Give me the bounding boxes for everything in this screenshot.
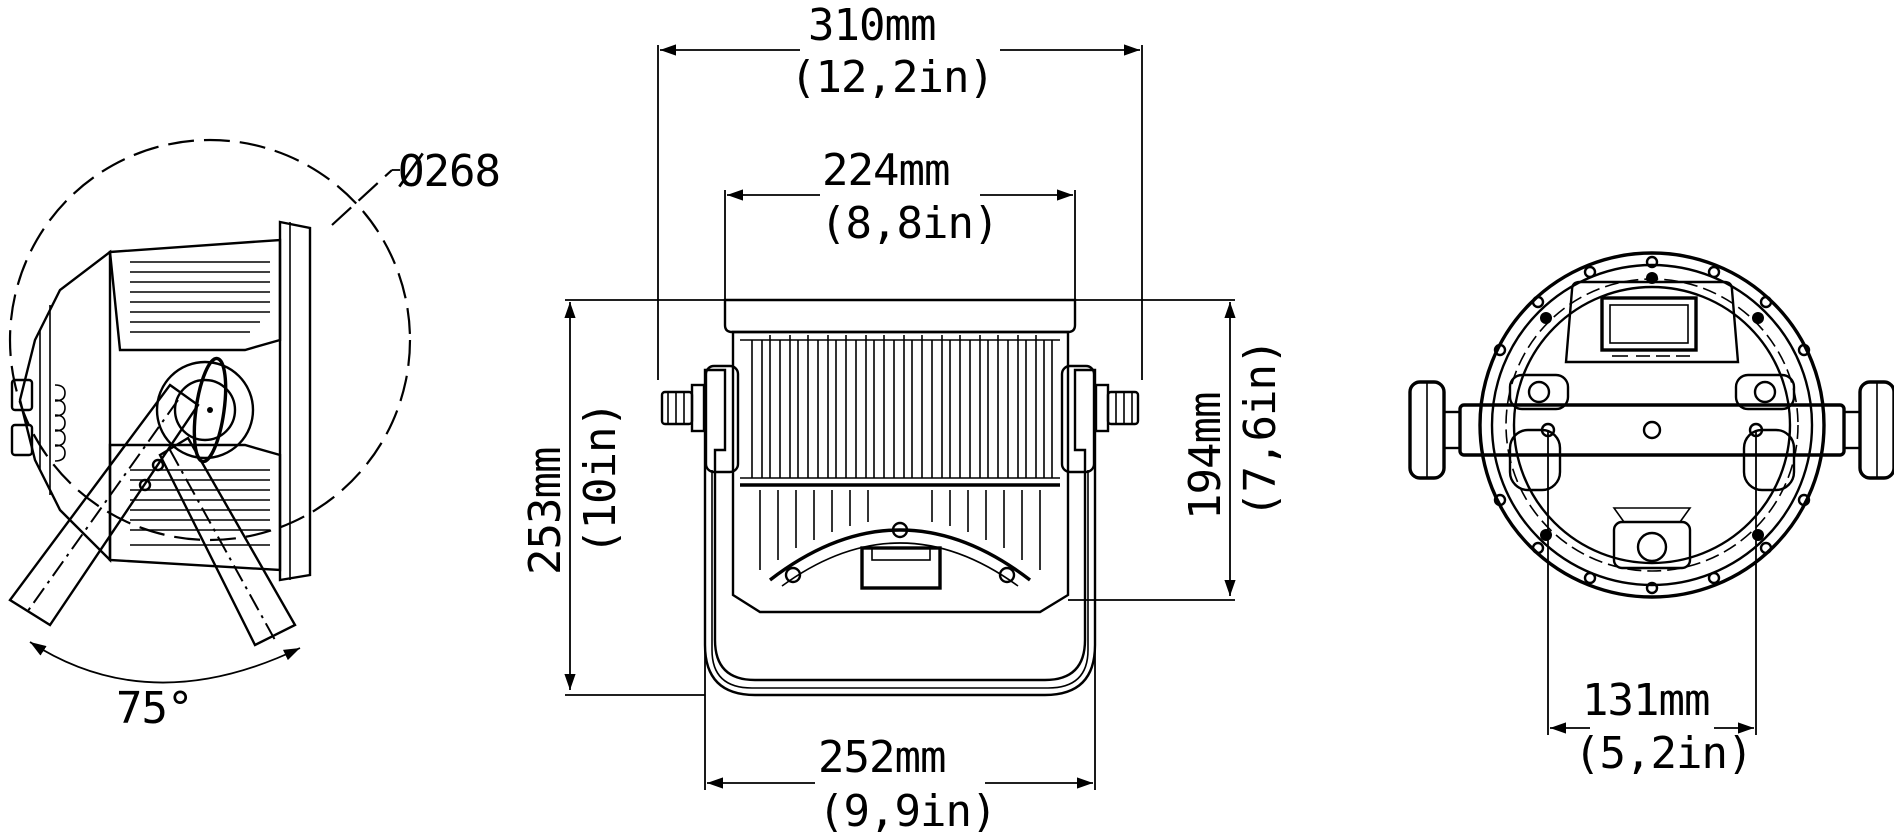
side-housing-top bbox=[108, 238, 282, 352]
rear-right-knob bbox=[1842, 380, 1894, 480]
front-body-frame bbox=[731, 330, 1070, 614]
rear-display-screen bbox=[1600, 296, 1698, 352]
side-pivot-hub bbox=[155, 360, 255, 460]
body-height-mm: 194mm bbox=[1180, 393, 1231, 520]
side-rear-body bbox=[18, 249, 112, 563]
total-height-mm: 253mm bbox=[520, 448, 571, 575]
front-top-plate bbox=[723, 298, 1077, 334]
tilt-angle-label: 75° bbox=[116, 683, 192, 734]
rear-screws bbox=[1493, 255, 1811, 595]
side-housing-bottom bbox=[108, 443, 282, 572]
front-view: 310mm (12,2in) 224mm (8,8in) 253mm (10in… bbox=[520, 0, 1286, 832]
body-width-in: (8,8in) bbox=[820, 198, 998, 249]
side-bracket-arm-a bbox=[8, 383, 200, 627]
rear-center-hole bbox=[1642, 420, 1662, 440]
hole-spacing-mm: 131mm bbox=[1582, 675, 1709, 726]
side-connector-1 bbox=[10, 378, 34, 412]
diameter-leader bbox=[331, 169, 393, 226]
body-width-mm: 224mm bbox=[822, 145, 949, 196]
overall-width-in: (12,2in) bbox=[790, 52, 994, 103]
rear-connector-left bbox=[1508, 373, 1570, 492]
front-right-knob bbox=[1094, 383, 1140, 433]
diameter-label: Ø268 bbox=[398, 146, 500, 197]
side-view: Ø268 bbox=[8, 138, 501, 734]
front-arched-panel bbox=[768, 528, 1032, 582]
hole-spacing-in: (5,2in) bbox=[1574, 728, 1752, 779]
side-connector-2 bbox=[10, 423, 34, 457]
front-yoke-bracket bbox=[703, 368, 1097, 697]
rear-crossbar bbox=[1458, 403, 1846, 457]
body-height-in: (7,6in) bbox=[1235, 340, 1286, 518]
overall-width-mm: 310mm bbox=[808, 0, 935, 51]
front-handle-pocket bbox=[860, 546, 942, 590]
front-heatsink-fins bbox=[751, 335, 1053, 478]
bracket-width-mm: 252mm bbox=[818, 732, 945, 783]
rear-left-knob bbox=[1408, 380, 1462, 480]
rear-display-housing bbox=[1564, 280, 1740, 364]
tilt-angle-arc bbox=[29, 641, 301, 684]
front-left-knob bbox=[660, 383, 706, 433]
swing-radius-circle bbox=[8, 138, 412, 542]
front-lower-fins bbox=[759, 490, 1041, 570]
bracket-width-in: (9,9in) bbox=[818, 786, 996, 832]
rear-connector-right bbox=[1734, 373, 1796, 492]
side-bracket-arm-b bbox=[138, 436, 297, 647]
rear-outer-circle bbox=[1478, 251, 1826, 599]
rear-view: 131mm (5,2in) bbox=[1408, 251, 1894, 779]
rear-bottom-pocket bbox=[1612, 520, 1692, 570]
total-height-in: (10in) bbox=[575, 402, 626, 555]
side-fins-top bbox=[130, 261, 270, 333]
